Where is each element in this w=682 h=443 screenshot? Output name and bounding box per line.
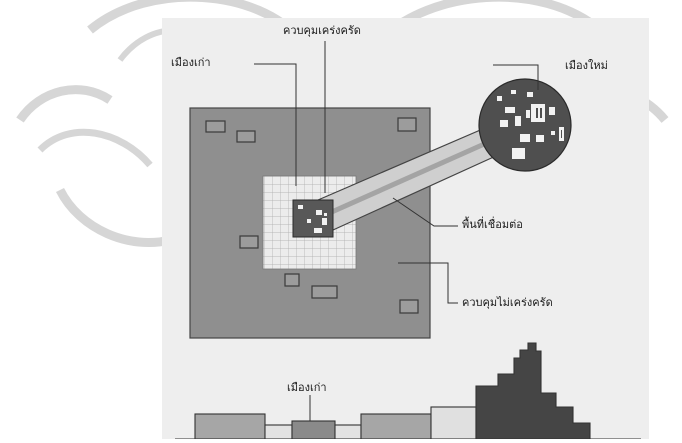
core-buildings [298, 205, 327, 233]
new-city-building-details [536, 108, 562, 138]
label-new-city: เมืองใหม่ [565, 59, 608, 72]
leader-lines [254, 41, 539, 423]
label-old-city: เมืองเก่า [171, 56, 211, 69]
skyline-profile [194, 342, 591, 440]
label-loose-control: ควบคุมไม่เคร่งครัด [462, 296, 553, 309]
new-city-circle [478, 78, 572, 172]
label-old-city-profile: เมืองเก่า [287, 381, 327, 394]
outer-buildings [205, 117, 419, 314]
label-connecting-area: พื้นที่เชื่อมต่อ [462, 218, 523, 231]
label-strict-control: ควบคุมเคร่งครัด [283, 24, 361, 37]
